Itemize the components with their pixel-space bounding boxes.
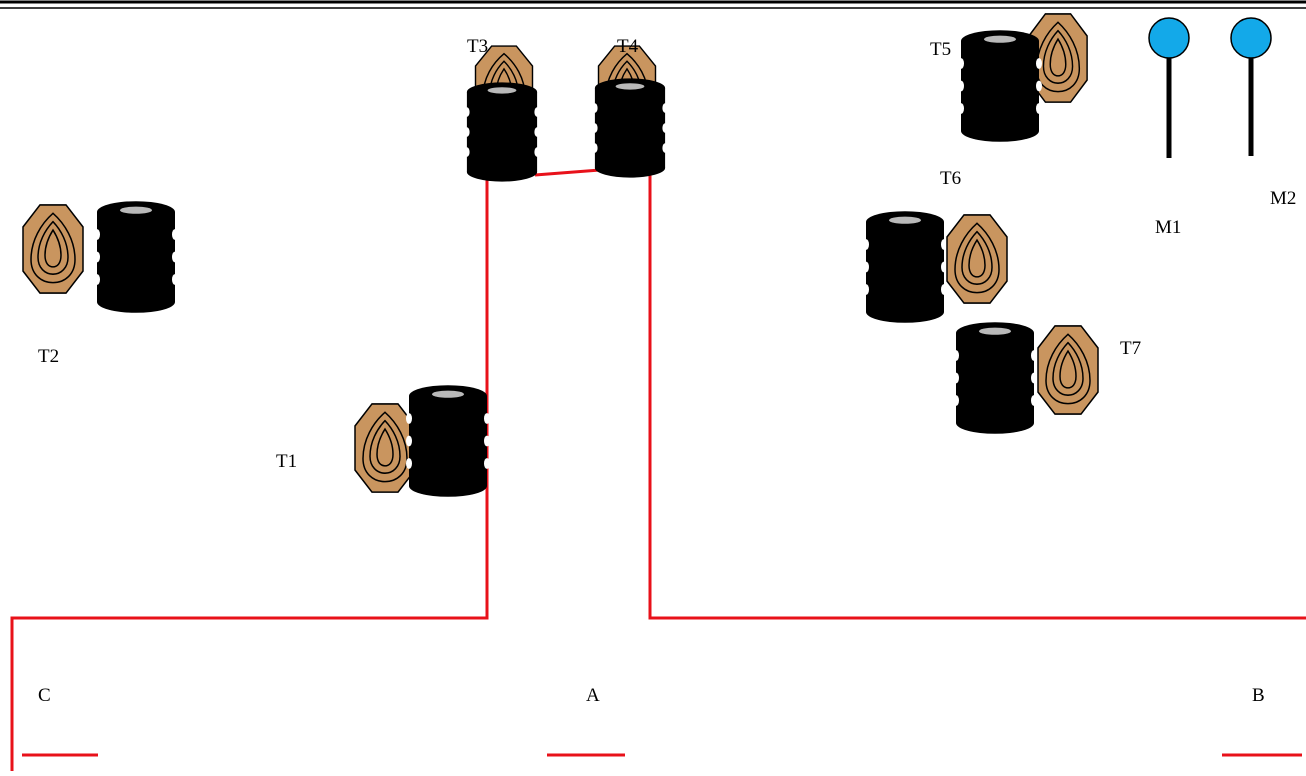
label-t3: T3 [467, 36, 489, 57]
label-t2: T2 [38, 346, 60, 367]
barrel-stack-icon-t1 [406, 385, 490, 497]
target-icon-t6 [946, 214, 1008, 304]
popper-icon-m1 [1148, 17, 1190, 158]
fault-line-connector [534, 168, 601, 177]
target-icon-t2 [22, 204, 84, 294]
barrel-stack-icon-t4 [592, 78, 668, 178]
label-t6: T6 [940, 168, 962, 189]
popper-icon-m2 [1230, 17, 1272, 156]
label-t4: T4 [617, 36, 639, 57]
label-c: C [38, 685, 51, 706]
label-b: B [1252, 685, 1265, 706]
label-a: A [586, 685, 600, 706]
barrel-stack-icon-t5 [958, 30, 1042, 142]
barrel-stack-icon-t7 [953, 322, 1037, 434]
label-t1: T1 [276, 451, 298, 472]
label-t5: T5 [930, 39, 952, 60]
label-t7: T7 [1120, 338, 1142, 359]
barrel-stack-icon-t2 [94, 201, 178, 313]
barrel-stack-icon-t6 [863, 211, 947, 323]
label-m1: M1 [1155, 217, 1182, 238]
target-icon-t1 [354, 403, 416, 493]
fault-lines [10, 168, 1306, 771]
target-icon-t7 [1037, 325, 1099, 415]
label-m2: M2 [1270, 188, 1297, 209]
fault-line-right [648, 175, 1306, 620]
barrel-stack-icon-t3 [464, 82, 540, 182]
top-border [0, 0, 1306, 9]
